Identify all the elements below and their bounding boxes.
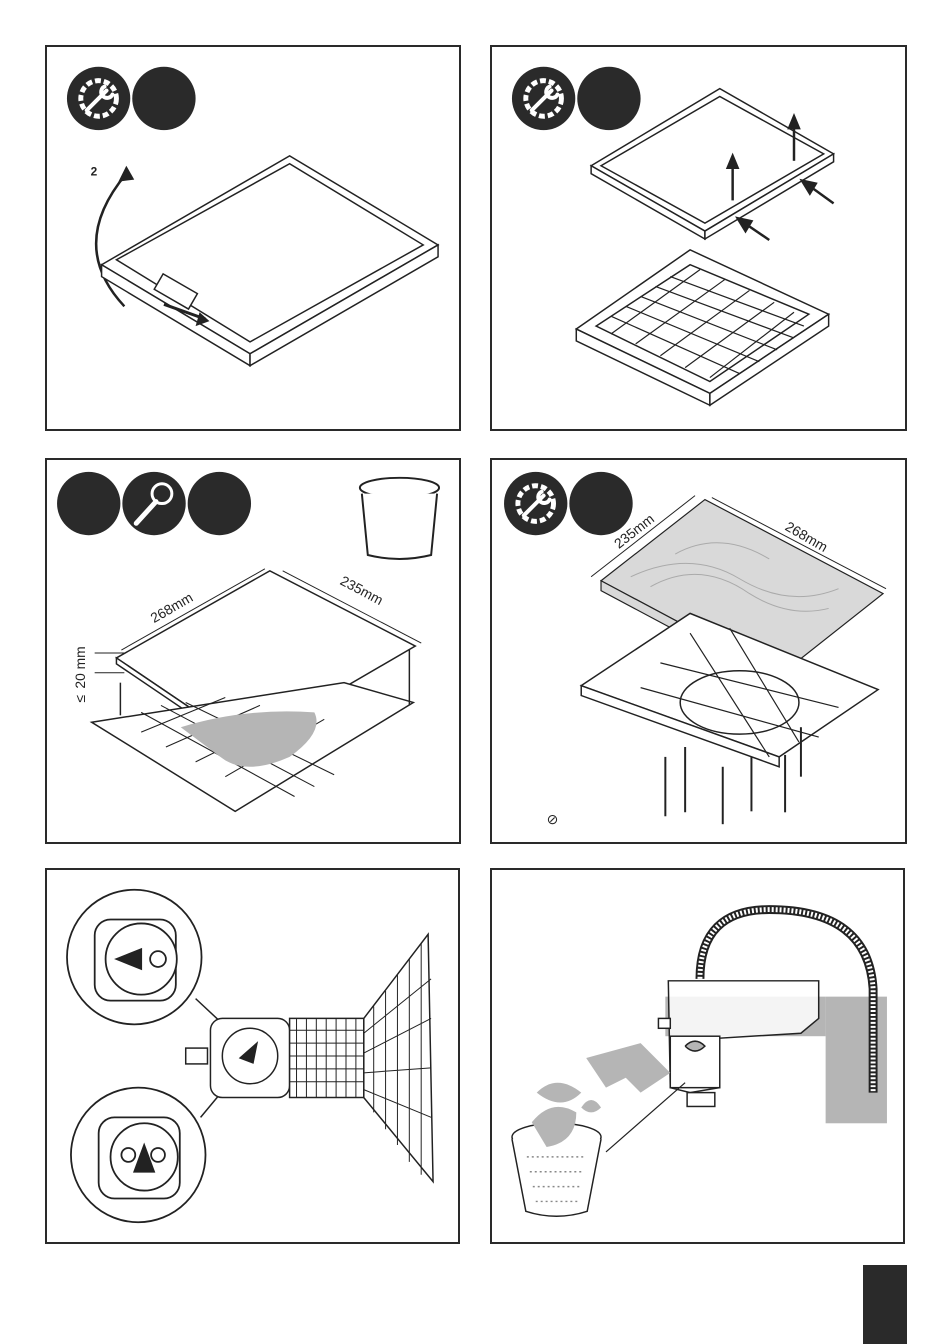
wrench-gear-icon	[67, 67, 130, 130]
step-number: 2	[91, 165, 98, 179]
wrench-gear-icon	[504, 472, 567, 535]
step-circle	[132, 67, 195, 130]
panel-cut-board: 268mm 235mm ≤ 20 mm	[45, 458, 461, 844]
skimmer-basket-grid	[576, 250, 828, 405]
page-tab	[863, 1265, 907, 1344]
skimmer-underside	[581, 613, 878, 766]
panel-skimmer-in-use-illustration	[492, 870, 903, 1242]
panel-basket-orientation-illustration	[47, 870, 458, 1242]
height-prefix: ≤	[72, 694, 88, 702]
panel-cut-board-illustration: 268mm 235mm ≤ 20 mm	[47, 460, 459, 842]
width-label: 235mm	[338, 572, 386, 608]
panel-lift-lid	[490, 45, 907, 431]
bucket-icon	[360, 478, 439, 559]
panel-basket-orientation	[45, 868, 460, 1244]
step-circle	[188, 472, 251, 535]
leaf-icon	[537, 1083, 601, 1113]
step-circle	[569, 472, 632, 535]
detail-circle-bottom	[71, 1088, 206, 1223]
panel-lift-lid-illustration	[492, 47, 905, 429]
bracket-shape	[586, 1043, 670, 1092]
skimmer-body	[658, 981, 818, 1107]
panel-skimmer-in-use	[490, 868, 905, 1244]
basket-with-grid	[186, 934, 433, 1181]
panel-remove-lid-illustration: 2	[47, 47, 459, 429]
diameter-symbol: ⊘	[547, 811, 559, 827]
debris-basket	[512, 1107, 601, 1216]
wrench-gear-icon	[512, 67, 575, 130]
panel-mount-board-illustration: 235mm 268mm ⊘	[492, 460, 905, 842]
pool-wall	[826, 997, 887, 1124]
panel-remove-lid: 2	[45, 45, 461, 431]
height-dimension: ≤ 20 mm	[72, 646, 88, 702]
grinder-icon	[122, 472, 185, 535]
detail-circle-top	[67, 890, 202, 1025]
step-circle	[57, 472, 120, 535]
height-label: 20 mm	[72, 646, 88, 688]
panel-mount-board: 235mm 268mm ⊘	[490, 458, 907, 844]
step-circle	[577, 67, 640, 130]
skimmer-lid	[102, 156, 438, 366]
